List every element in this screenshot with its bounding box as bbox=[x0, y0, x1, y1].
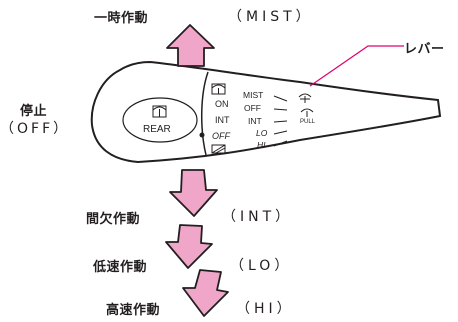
int-label-jp: 間欠作動 bbox=[86, 212, 141, 227]
pull-label: PULL bbox=[300, 119, 316, 125]
lever-leader-line bbox=[309, 45, 404, 87]
front-washer-icon bbox=[211, 83, 226, 95]
pull-wiper-icon bbox=[298, 93, 312, 103]
rear-label: REAR bbox=[143, 124, 171, 135]
lo-label-en: （LO） bbox=[230, 258, 293, 274]
front-pos-off: OFF bbox=[244, 103, 261, 113]
stop-label-jp: 停止 bbox=[20, 104, 48, 119]
rear-washer-icon bbox=[211, 144, 226, 154]
rear-wiper-icon bbox=[152, 105, 167, 118]
front-pos-mist: MIST bbox=[243, 90, 264, 100]
lo-label-jp: 低速作動 bbox=[93, 260, 148, 275]
mist-label-jp: 一時作動 bbox=[94, 11, 149, 26]
lo-arrow bbox=[165, 224, 213, 269]
stop-label-en: （OFF） bbox=[0, 121, 71, 137]
mist-arrow bbox=[166, 24, 215, 67]
front-pos-lo: LO bbox=[256, 128, 268, 138]
rear-pos-int: INT bbox=[215, 115, 230, 125]
knob-divider bbox=[201, 71, 209, 156]
hi-label-jp: 高速作動 bbox=[106, 303, 161, 318]
mist-label-en: （MIST） bbox=[228, 9, 314, 25]
int-arrow bbox=[169, 169, 218, 217]
hi-label-en: （HI） bbox=[236, 301, 295, 317]
int-label-en: （INT） bbox=[222, 209, 294, 225]
position-dot bbox=[199, 132, 205, 138]
lever-label: レバー bbox=[404, 42, 445, 57]
front-position-ticks bbox=[273, 95, 288, 147]
front-pos-hi: HI bbox=[257, 140, 266, 150]
front-pos-int: INT bbox=[248, 116, 262, 126]
rear-pos-on: ON bbox=[215, 99, 229, 109]
rear-badge bbox=[122, 97, 198, 143]
pull-wiper-icon-2 bbox=[300, 108, 314, 117]
rear-pos-off: OFF bbox=[212, 131, 230, 141]
hi-arrow bbox=[182, 269, 229, 317]
